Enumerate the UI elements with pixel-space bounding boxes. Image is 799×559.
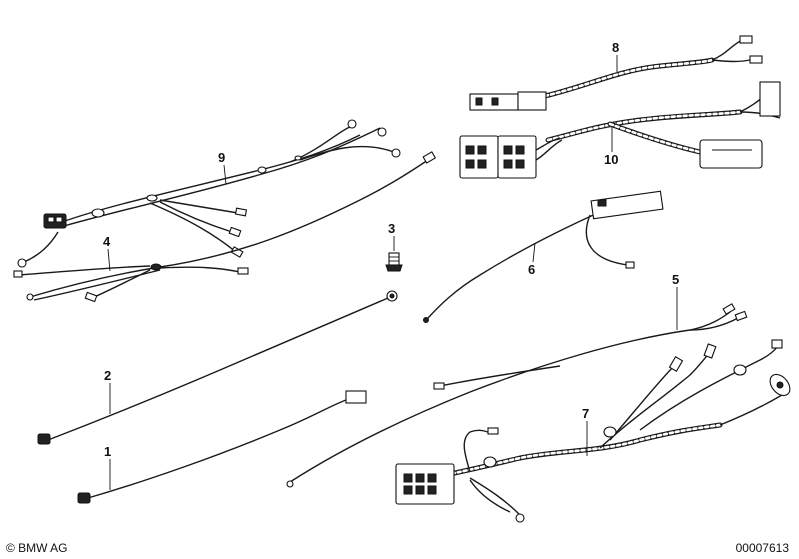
callout-3: 3	[388, 221, 395, 236]
cable-1[interactable]	[77, 390, 367, 504]
callout-9: 9	[218, 150, 225, 165]
diagram-number: 00007613	[735, 541, 789, 555]
callout-8: 8	[612, 40, 619, 55]
wiring-harness-9[interactable]	[17, 119, 401, 268]
callout-5: 5	[672, 272, 679, 287]
callout-1: 1	[104, 444, 111, 459]
wiring-harness-10[interactable]	[459, 81, 781, 179]
wiring-harness-8[interactable]	[469, 35, 763, 111]
wiring-harness-4[interactable]	[13, 151, 437, 303]
copyright-text: © BMW AG	[6, 541, 68, 555]
callout-4: 4	[103, 234, 111, 249]
callout-6: 6	[528, 262, 535, 277]
callout-10: 10	[604, 152, 618, 167]
screw-3[interactable]	[385, 252, 403, 272]
wiring-harness-7[interactable]	[395, 339, 794, 523]
cable-6[interactable]	[423, 190, 664, 323]
callout-7: 7	[582, 406, 589, 421]
cable-5[interactable]	[286, 303, 748, 488]
cable-2[interactable]	[37, 290, 398, 445]
callout-2: 2	[104, 368, 111, 383]
